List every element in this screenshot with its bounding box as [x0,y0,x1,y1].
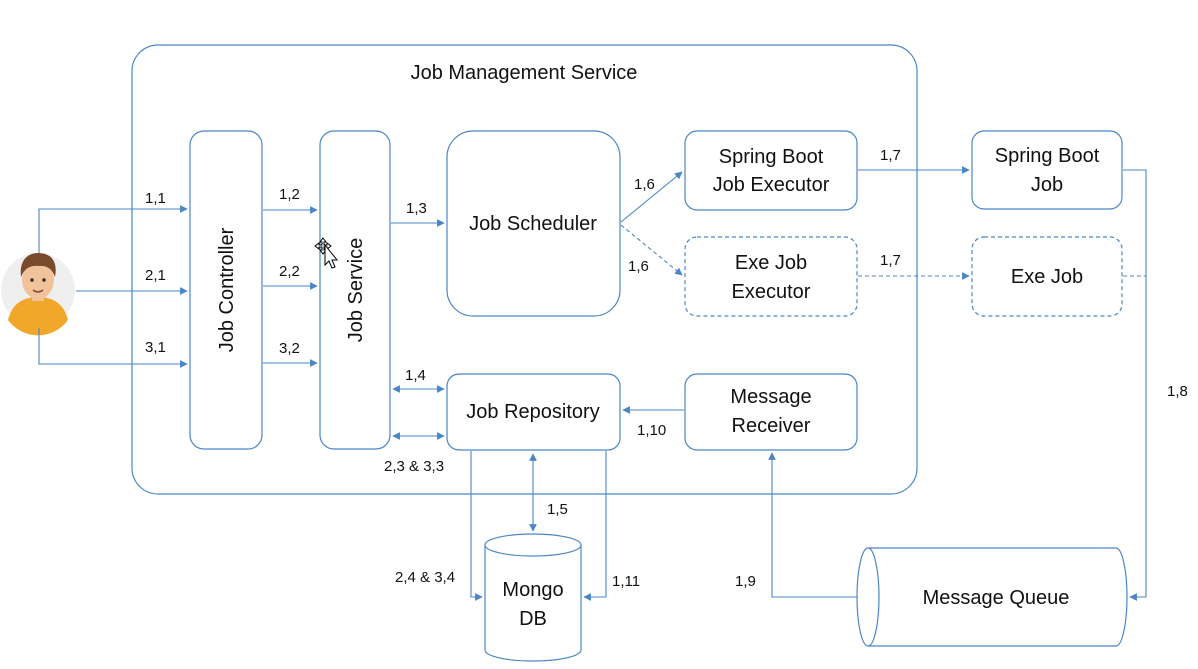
message-queue-node: Message Queue [856,547,1128,647]
job-controller-node: Job Controller [189,130,263,450]
job-repository-label: Job Repository [466,401,599,423]
mongo-db-label-line2: DB [519,608,547,630]
message-receiver-label-line1: Message [730,386,811,408]
edge-repository-to-mongodb-1-11 [583,451,607,601]
job-scheduler-node: Job Scheduler [446,130,621,317]
spring-boot-executor-label-line1: Spring Boot [719,146,824,168]
edge-label: 1,6 [634,176,655,193]
spring-boot-executor-label-line2: Job Executor [713,174,830,196]
message-queue-label: Message Queue [923,587,1070,609]
service-title: Job Management Service [411,62,638,84]
spring-boot-job-label-line1: Spring Boot [995,145,1100,167]
edge-label: 2,1 [145,267,166,284]
edge-scheduler-to-spring-executor [620,171,683,223]
edge-label: 1,10 [637,422,666,439]
job-scheduler-label: Job Scheduler [469,213,597,235]
edge-label: 2,3 & 3,3 [384,458,444,475]
mongo-db-label-line1: Mongo [502,579,563,601]
user-avatar-icon [1,253,75,336]
edge-label: 1,9 [735,573,756,590]
edge-queue-to-receiver [768,452,857,598]
edge-label: 1,11 [612,573,640,590]
edge-scheduler-to-exe-executor [620,224,683,276]
edge-label: 1,1 [145,190,166,207]
exe-job-executor-node: Exe Job Executor [684,236,858,317]
job-service-node: Job Service [319,130,391,450]
edge-label: 3,1 [145,339,166,356]
edge-label: 1,2 [279,186,300,203]
edge-label: 2,2 [279,263,300,280]
edge-label: 2,4 & 3,4 [395,569,455,586]
spring-boot-job-node: Spring Boot Job [971,130,1123,210]
edge-labels: 1,1 2,1 3,1 1,2 2,2 3,2 1,3 1,4 2,3 & 3,… [145,147,1188,590]
edges-controller-to-service [263,206,318,367]
edge-label: 1,3 [406,200,427,217]
exe-job-executor-label-line1: Exe Job [735,252,807,274]
move-cursor-icon [314,237,339,269]
edge-label: 1,6 [628,258,649,275]
edge-label: 1,8 [1167,383,1188,400]
edge-repository-to-mongodb-2-4 [470,451,483,601]
job-service-label: Job Service [345,238,367,343]
spring-boot-job-executor-node: Spring Boot Job Executor [684,130,858,211]
edge-spring-job-to-queue [1123,169,1147,601]
mongo-db-node: Mongo DB [484,533,582,662]
exe-job-node: Exe Job [971,236,1123,317]
exe-job-executor-label-line2: Executor [732,281,811,303]
exe-job-label: Exe Job [1011,266,1083,288]
spring-boot-job-label-line2: Job [1031,174,1063,196]
edge-label: 1,5 [547,501,568,518]
message-receiver-label-line2: Receiver [732,415,811,437]
job-controller-label: Job Controller [216,227,238,352]
edges-user-to-controller [38,205,188,368]
edge-label: 1,4 [405,367,426,384]
edge-label: 1,7 [880,147,901,164]
edge-label: 3,2 [279,340,300,357]
job-repository-node: Job Repository [446,373,621,451]
message-receiver-node: Message Receiver [684,373,858,451]
edge-label: 1,7 [880,252,901,269]
